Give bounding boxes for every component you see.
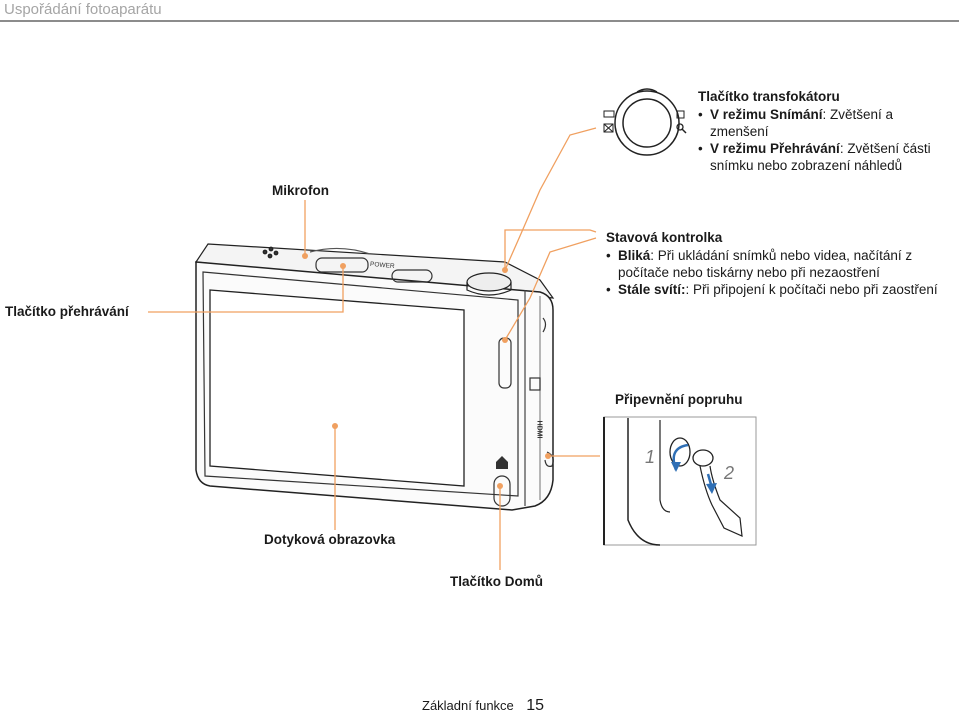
footer-label: Základní funkce [422, 698, 514, 713]
zoom-item-playback-mode: V režimu Přehrávání [710, 141, 840, 156]
zoom-item-shooting-cont: zmenšení [710, 124, 769, 139]
home-button-label: Tlačítko Domů [450, 574, 544, 589]
callout-lines [148, 127, 600, 570]
strap-inset [603, 416, 757, 546]
header-rule [0, 20, 959, 22]
page-number: 15 [526, 697, 545, 714]
status-item-blinking-text: : Při ukládání snímků nebo videa, načítá… [650, 248, 913, 263]
playback-button-label: Tlačítko přehrávání [5, 304, 129, 319]
status-item-steady: Stále svítí:: Při připojení k počítači n… [606, 281, 938, 298]
status-item-blinking-cont: počítače nebo tiskárny nebo při nezaostř… [618, 265, 880, 280]
touchscreen-label: Dotyková obrazovka [264, 532, 396, 547]
status-item-blinking: Bliká: Při ukládání snímků nebo videa, n… [606, 247, 938, 281]
page-footer: Základní funkce 15 [422, 697, 544, 715]
page-header: Uspořádání fotoaparátu [0, 0, 959, 22]
strap-label: Připevnění popruhu [615, 392, 743, 407]
callout-dots [302, 253, 551, 489]
zoom-item-playback-text: : Zvětšení části [839, 141, 931, 156]
zoom-description: Tlačítko transfokátoru V režimu Snímání:… [698, 89, 931, 173]
hdmi-text: HDMI [535, 420, 543, 439]
zoom-title: Tlačítko transfokátoru [698, 89, 840, 104]
microphone-label: Mikrofon [272, 183, 329, 198]
status-item-steady-text: : Při připojení k počítači nebo při zaos… [685, 282, 938, 297]
strap-step-2: 2 [724, 463, 735, 483]
status-description: Stavová kontrolka Bliká: Při ukládání sn… [606, 230, 938, 298]
zoom-button-detail [603, 88, 687, 156]
status-title: Stavová kontrolka [606, 230, 723, 245]
strap-step-1: 1 [645, 447, 656, 467]
zoom-item-shooting: V režimu Snímání: Zvětšení a zmenšení [698, 106, 931, 140]
zoom-item-shooting-text: : Zvětšení a [822, 107, 894, 122]
page-title: Uspořádání fotoaparátu [4, 1, 162, 18]
status-item-steady-mode: Stále svítí: [618, 282, 686, 297]
status-item-blinking-mode: Bliká [618, 248, 651, 263]
zoom-item-playback: V režimu Přehrávání: Zvětšení části sním… [698, 140, 931, 174]
zoom-item-shooting-mode: V režimu Snímání [710, 107, 823, 122]
camera-body [194, 243, 555, 511]
zoom-item-playback-cont: snímku nebo zobrazení náhledů [710, 158, 903, 173]
